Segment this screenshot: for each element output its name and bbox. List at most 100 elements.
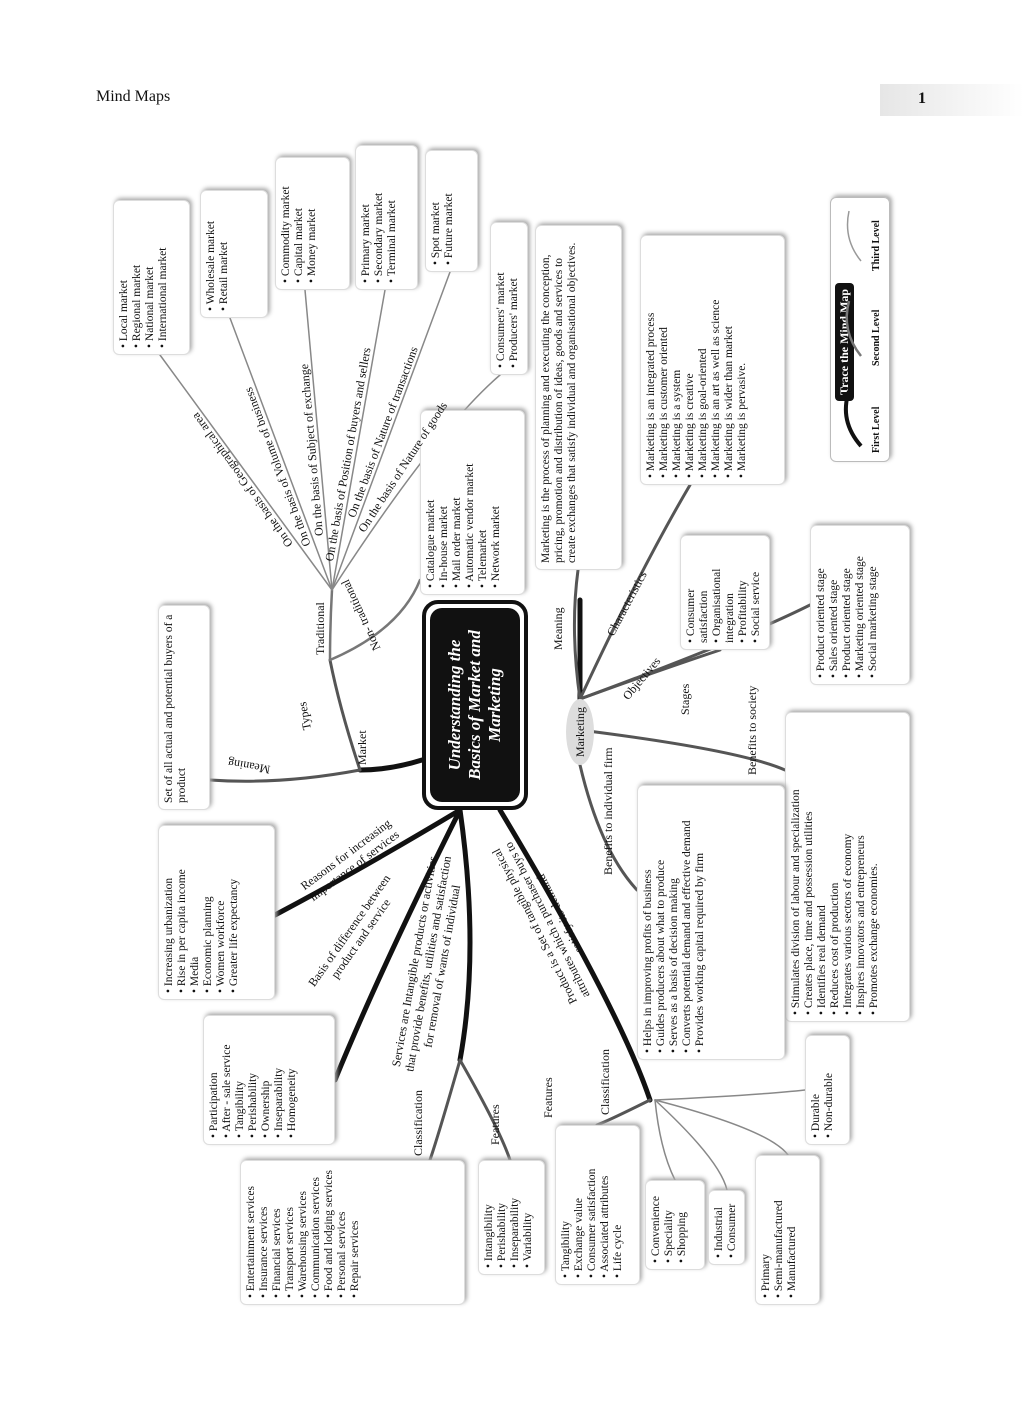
branch-label-prd-features: Features bbox=[541, 1077, 555, 1118]
branch-label-mk-meaning: Meaning bbox=[551, 607, 565, 650]
node-item: Financial services bbox=[271, 1167, 284, 1298]
node-box-individual: Helps in improving profits of businessGu… bbox=[637, 785, 785, 1060]
node-item: Economic planning bbox=[202, 832, 215, 993]
node-box-transactions: Spot marketFuture market bbox=[425, 150, 478, 272]
node-box-position: Primary marketSecondary marketTerminal m… bbox=[355, 145, 418, 290]
node-item: Local market bbox=[118, 207, 131, 348]
node-item: After - sale service bbox=[221, 1022, 234, 1138]
node-item: Consumer satisfaction bbox=[586, 1132, 599, 1278]
node-item: Terminal market bbox=[386, 152, 399, 283]
node-item: Spot market bbox=[430, 157, 443, 265]
branch-label-society: Benefits to society bbox=[745, 685, 759, 775]
node-item: Non-durable bbox=[823, 1042, 836, 1138]
node-item: Durable bbox=[810, 1042, 823, 1138]
node-item: Stimulates division of labour and specia… bbox=[790, 719, 803, 1015]
node-item: Automatic vendor market bbox=[464, 417, 477, 588]
branch-line bbox=[328, 588, 334, 662]
node-box-reasons: Increasing urbanizationRise in per capit… bbox=[158, 825, 275, 1000]
branch-line bbox=[497, 807, 653, 1103]
node-item: Tangibility bbox=[560, 1132, 573, 1278]
node-item: Creates place, time and possession utili… bbox=[803, 719, 816, 1015]
node-box-subject: Commodity marketCapital marketMoney mark… bbox=[275, 157, 350, 290]
branch-line bbox=[328, 658, 362, 772]
branch-line bbox=[572, 568, 582, 701]
node-item: Exchange value bbox=[573, 1132, 586, 1278]
node-item: Marketing is an integrated process bbox=[645, 242, 658, 478]
node-item: Marketing is a system bbox=[671, 242, 684, 478]
marketing-node: Marketing bbox=[566, 699, 594, 765]
mind-map: Understanding the Basics of Market and M… bbox=[100, 130, 920, 1330]
branch-line bbox=[578, 483, 692, 701]
node-box-volume: Wholesale marketRetail market bbox=[200, 190, 268, 318]
node-box-prd-features: TangibilityExchange valueConsumer satisf… bbox=[555, 1125, 640, 1285]
node-item: Network market bbox=[490, 417, 503, 588]
node-item: Homogeneity bbox=[286, 1022, 299, 1138]
node-item: Retail market bbox=[218, 197, 231, 311]
node-item: Variability bbox=[522, 1167, 535, 1268]
node-item: Insurance services bbox=[258, 1167, 271, 1298]
branch-line bbox=[328, 578, 422, 662]
node-item: Social service bbox=[750, 542, 763, 643]
node-item: Primary bbox=[760, 1162, 773, 1298]
branch-line bbox=[208, 768, 362, 783]
node-box-prd-industrial: IndustrialConsumer bbox=[708, 1190, 745, 1265]
branch-line bbox=[272, 807, 463, 918]
branch-line bbox=[331, 271, 451, 591]
node-item: Marketing is customer oriented bbox=[658, 242, 671, 478]
node-box-characteristics: Marketing is an integrated processMarket… bbox=[640, 235, 785, 485]
node-item: Future market bbox=[443, 157, 456, 265]
node-item: Marketing is an art as well as science bbox=[710, 242, 723, 478]
legend-arc-icons bbox=[844, 210, 863, 448]
node-box-goods: Consumers' marketProducers' market bbox=[490, 222, 528, 375]
node-box-svc-features: IntangibilityPerishabilityInseparability… bbox=[478, 1160, 545, 1275]
node-box-non-traditional: Catalogue marketIn-house marketMail orde… bbox=[420, 410, 525, 595]
node-item: Commodity market bbox=[280, 164, 293, 283]
node-item: Telemarket bbox=[477, 417, 490, 588]
node-item: International market bbox=[157, 207, 170, 348]
branch-line bbox=[457, 807, 473, 1063]
node-item: Mail order market bbox=[451, 417, 464, 588]
node-item: Profitability bbox=[737, 542, 750, 643]
branch-label-prd-classification: Classification bbox=[598, 1049, 612, 1115]
node-item: Marketing is goal-oriented bbox=[697, 242, 710, 478]
node-box-svc-classification: Entertainment servicesInsurance services… bbox=[240, 1160, 465, 1305]
branch-line bbox=[332, 807, 463, 1083]
node-item: Semi-manufactured bbox=[773, 1162, 786, 1298]
node-item: Participation bbox=[208, 1022, 221, 1138]
branch-label-svc-features: Features bbox=[488, 1104, 502, 1145]
node-item: Warehousing services bbox=[297, 1167, 310, 1298]
node-item: Social marketing stage bbox=[867, 532, 880, 678]
branch-label-svc-classification: Classification bbox=[411, 1090, 425, 1156]
node-item: Provides working capital required by fir… bbox=[694, 792, 707, 1053]
branch-line bbox=[229, 317, 333, 591]
branch-line bbox=[578, 728, 787, 772]
node-item: Regional market bbox=[131, 207, 144, 348]
node-item: Inspires innovators and entrepreneurs bbox=[855, 719, 868, 1015]
node-item: Serves as a basis of decision making bbox=[668, 792, 681, 1053]
node-item: Women workforce bbox=[215, 832, 228, 993]
legend-second-level: Second Level bbox=[871, 309, 882, 366]
node-item: Primary market bbox=[360, 152, 373, 283]
central-topic-title: Understanding the Basics of Market and M… bbox=[430, 608, 520, 802]
branch-label-stages: Stages bbox=[678, 683, 692, 715]
node-box-society: Stimulates division of labour and specia… bbox=[785, 712, 910, 1022]
node-item: Entertainment services bbox=[245, 1167, 258, 1298]
node-item: Tangibility bbox=[234, 1022, 247, 1138]
node-item: Wholesale market bbox=[205, 197, 218, 311]
branch-line bbox=[428, 1058, 462, 1162]
branch-line bbox=[159, 354, 333, 591]
node-item: Secondary market bbox=[373, 152, 386, 283]
branch-line bbox=[578, 763, 639, 892]
node-item: Money market bbox=[306, 164, 319, 283]
node-item: Perishability bbox=[247, 1022, 260, 1138]
page-number: 1 bbox=[880, 84, 1024, 116]
node-box-stages: Product oriented stageSales oriented sta… bbox=[810, 525, 910, 685]
node-item: Rise in per capita income bbox=[176, 832, 189, 993]
node-item: Industrial bbox=[713, 1197, 726, 1258]
node-item: Marketing is wider than market bbox=[723, 242, 736, 478]
branch-line bbox=[654, 1099, 728, 1191]
node-item: Ownership bbox=[260, 1022, 273, 1138]
node-item: In-house market bbox=[438, 417, 451, 588]
node-item: Personal services bbox=[336, 1167, 349, 1298]
node-item: Consumers' market bbox=[495, 229, 508, 368]
